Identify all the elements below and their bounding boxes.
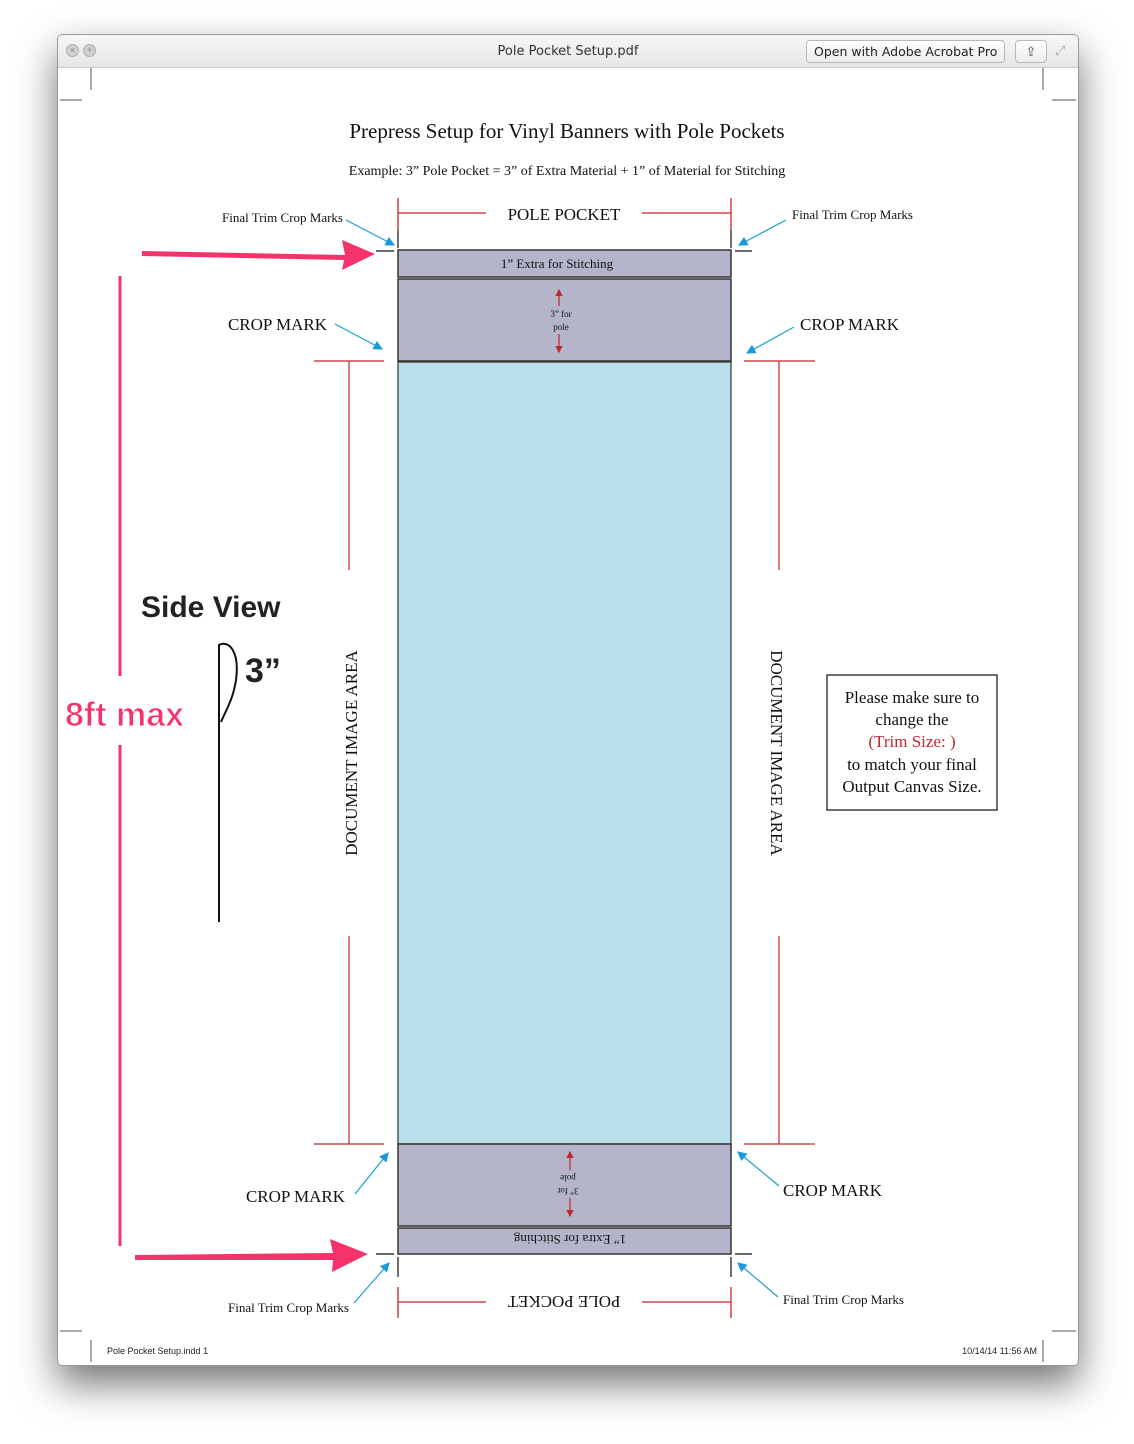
title-bar: × + Pole Pocket Setup.pdf Open with Adob… bbox=[58, 35, 1078, 68]
final-trim-label-top-left: Final Trim Crop Marks bbox=[222, 210, 343, 225]
final-trim-label-top-right: Final Trim Crop Marks bbox=[792, 207, 913, 222]
pole-label-bottom-line2: pole bbox=[560, 1173, 576, 1183]
blue-pointer-arrows bbox=[334, 219, 795, 1304]
pole-pocket-label-top: POLE POCKET bbox=[508, 205, 621, 224]
share-icon[interactable]: ⇪ bbox=[1015, 40, 1047, 63]
stitching-label-bottom: 1” Extra for Stitching bbox=[513, 1232, 626, 1247]
pole-pocket-area-bottom bbox=[397, 1143, 732, 1227]
pole-arrows bbox=[555, 288, 574, 1218]
final-trim-label-bottom-right: Final Trim Crop Marks bbox=[783, 1292, 904, 1307]
close-icon[interactable]: × bbox=[66, 44, 79, 57]
max-height-label: 8ft max bbox=[65, 696, 184, 734]
pole-label-line1: 3” for bbox=[550, 309, 571, 319]
note-trim-size: (Trim Size: ) bbox=[868, 732, 955, 751]
side-view-size: 3” bbox=[245, 652, 281, 690]
side-view-label: Side View bbox=[141, 591, 281, 624]
fullscreen-icon[interactable]: ⤢ bbox=[1055, 43, 1066, 58]
crop-mark-label-bottom-right: CROP MARK bbox=[783, 1181, 883, 1200]
note-line2: change the bbox=[875, 710, 948, 729]
crop-mark-label-top-left: CROP MARK bbox=[228, 315, 328, 334]
image-area-dimension-lines bbox=[314, 360, 815, 1145]
stitching-area-bottom bbox=[397, 1227, 732, 1255]
pole-pocket-label-bottom: POLE POCKET bbox=[507, 1292, 620, 1311]
document-title: Prepress Setup for Vinyl Banners with Po… bbox=[349, 119, 784, 143]
crop-mark-label-top-right: CROP MARK bbox=[800, 315, 900, 334]
document-image-area bbox=[397, 361, 732, 1145]
pole-label-bottom-line1: 3” for bbox=[557, 1186, 578, 1196]
note-box bbox=[826, 674, 998, 811]
open-with-acrobat-button[interactable]: Open with Adobe Acrobat Pro bbox=[806, 40, 1006, 63]
note-line5: Output Canvas Size. bbox=[842, 777, 981, 796]
footer-timestamp: 10/14/14 11:56 AM bbox=[962, 1346, 1037, 1356]
doc-area-label-right: DOCUMENT IMAGE AREA bbox=[767, 650, 786, 856]
pole-pocket-area-top bbox=[397, 278, 732, 362]
note-line4: to match your final bbox=[847, 755, 977, 774]
doc-area-label-left: DOCUMENT IMAGE AREA bbox=[342, 649, 361, 855]
window-title: Pole Pocket Setup.pdf bbox=[497, 44, 639, 59]
pole-pocket-dimension-top bbox=[397, 198, 732, 230]
pole-label-line2: pole bbox=[553, 322, 569, 332]
final-trim-crop-marks bbox=[376, 230, 752, 1277]
plus-icon[interactable]: + bbox=[83, 44, 96, 57]
footer-filename: Pole Pocket Setup.indd 1 bbox=[107, 1346, 208, 1356]
stitching-label-top: 1” Extra for Stitching bbox=[501, 256, 614, 271]
crop-mark-label-bottom-left: CROP MARK bbox=[246, 1187, 346, 1206]
pink-pointer-arrows bbox=[135, 240, 375, 1272]
pole-pocket-dimension-bottom bbox=[397, 1287, 732, 1318]
note-line1: Please make sure to bbox=[845, 688, 980, 707]
document-subtitle: Example: 3” Pole Pocket = 3” of Extra Ma… bbox=[349, 164, 785, 179]
side-view-pocket-shape bbox=[218, 642, 238, 922]
page-corner-marks bbox=[60, 68, 1076, 1362]
stitching-area-top bbox=[397, 249, 732, 278]
final-trim-label-bottom-left: Final Trim Crop Marks bbox=[228, 1300, 349, 1315]
